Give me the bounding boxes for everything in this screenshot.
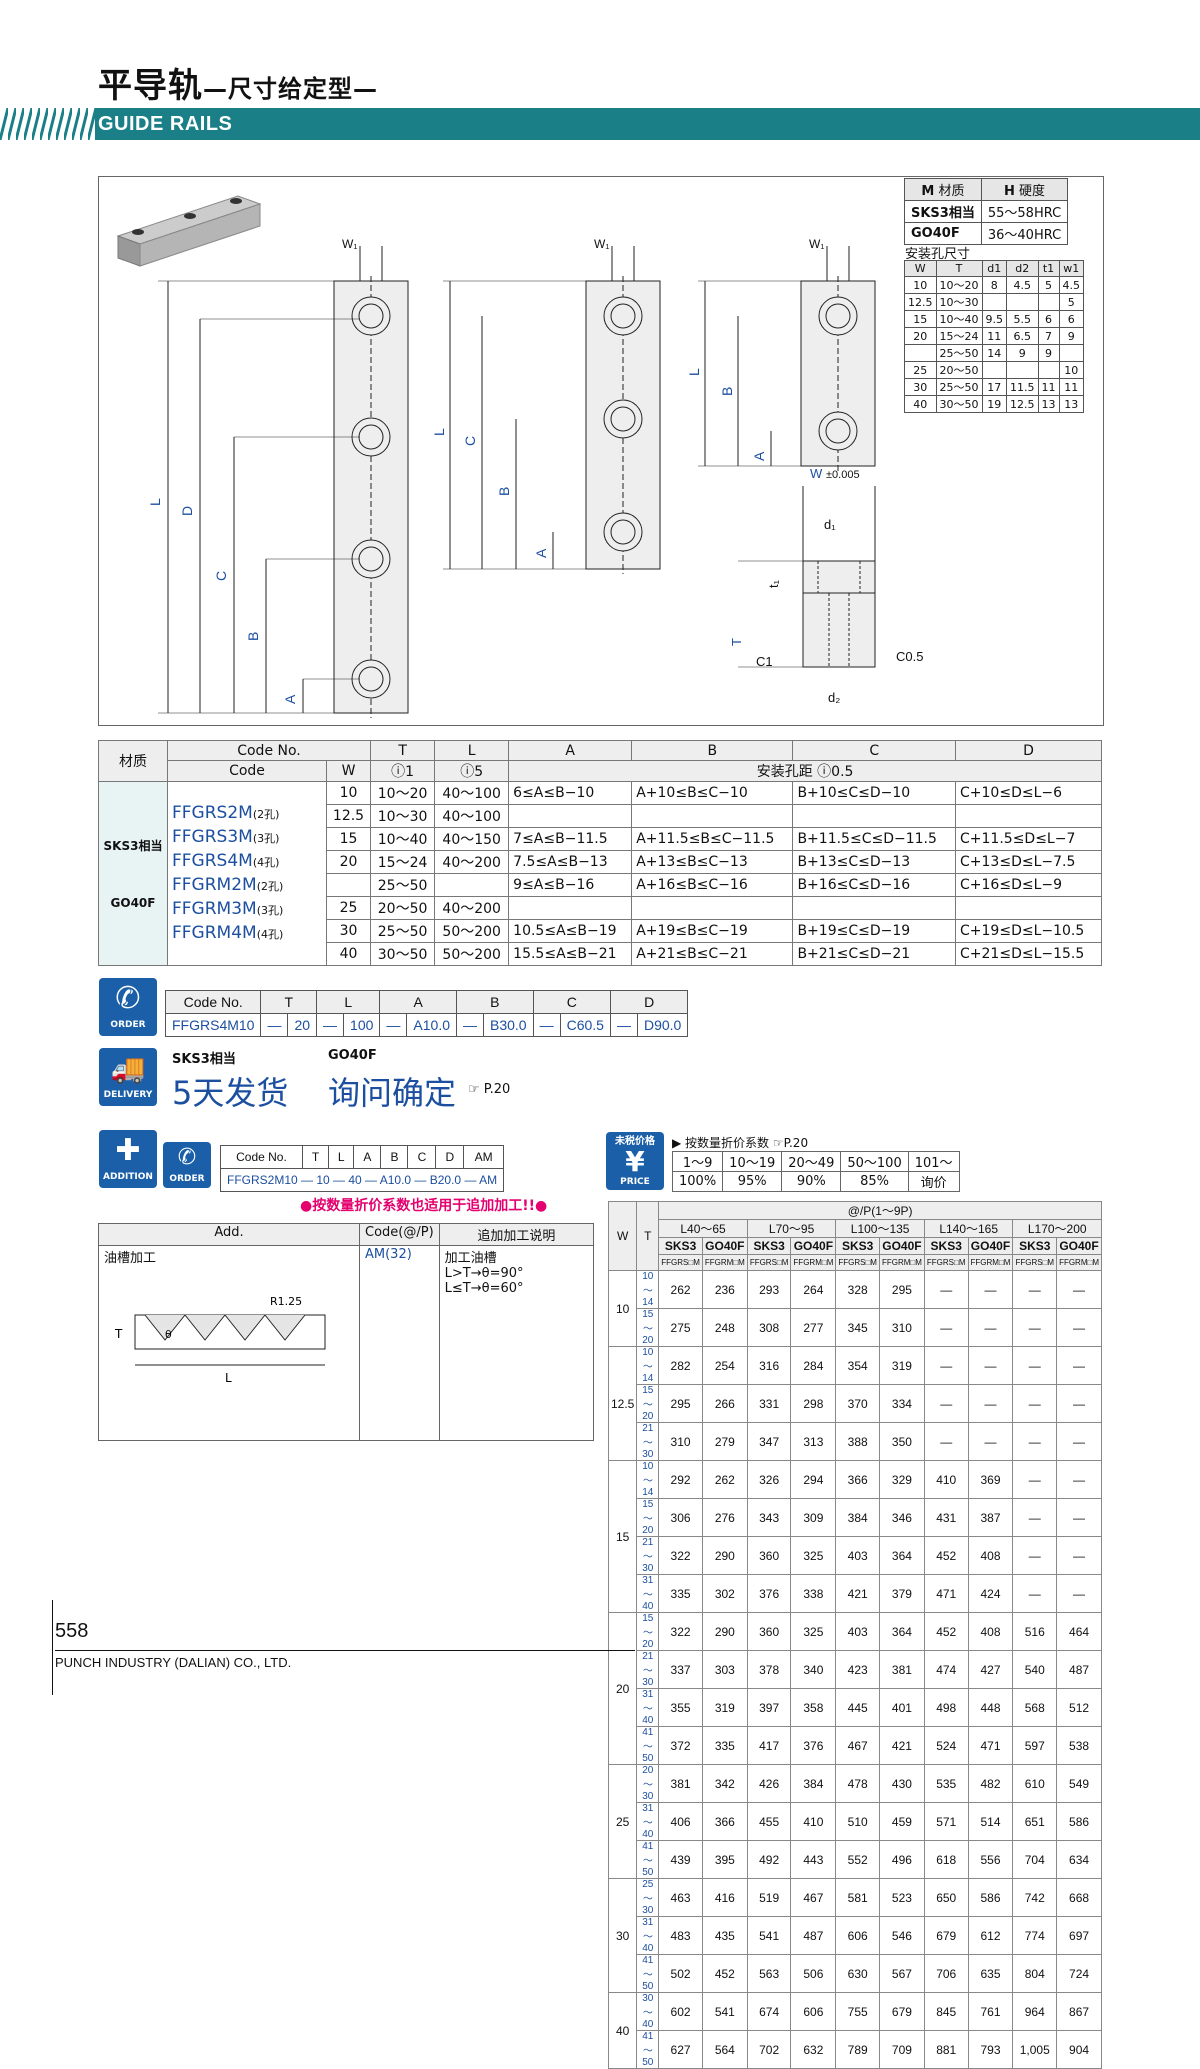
drawing-area — [98, 176, 1104, 726]
svg-text:R1.25: R1.25 — [270, 1295, 302, 1308]
oil-groove-label: 油槽加工 — [98, 1245, 360, 1441]
delivery-material-1: SKS3相当 — [172, 1052, 236, 1067]
company-name: PUNCH INDUSTRY (DALIAN) CO., LTD. — [55, 1655, 292, 1670]
svg-text:d₁: d₁ — [824, 517, 836, 532]
svg-text:A: A — [533, 548, 549, 558]
svg-text:t₁: t₁ — [766, 579, 781, 588]
hole-table-label: 安装孔尺寸 — [905, 247, 971, 262]
technical-drawing: W₁ L D C B A W₁ L C B A W₁ L B A — [116, 195, 923, 718]
svg-text:L: L — [431, 428, 447, 436]
svg-text:C: C — [462, 436, 478, 446]
svg-text:θ: θ — [165, 1328, 172, 1341]
svg-text:W: W — [810, 466, 823, 481]
product-image — [116, 195, 262, 267]
svg-text:T: T — [114, 1327, 123, 1341]
addition-icon: ✚ADDITION — [99, 1130, 157, 1188]
svg-text:T: T — [729, 638, 744, 646]
price-icon: 未税价格¥PRICE — [606, 1132, 664, 1190]
delivery-time-1: 5天发货 — [172, 1074, 289, 1112]
svg-text:B: B — [719, 387, 735, 396]
section-label: GUIDE RAILS — [98, 113, 233, 135]
svg-text:W₁: W₁ — [809, 237, 824, 251]
svg-text:L: L — [147, 498, 163, 506]
delivery-material-2: GO40F — [328, 1048, 377, 1063]
svg-text:D: D — [179, 506, 195, 516]
delivery-ref: ☞ P.20 — [468, 1082, 511, 1097]
footer-rule — [52, 1600, 53, 1695]
svg-text:C0.5: C0.5 — [896, 649, 923, 664]
svg-text:W₁: W₁ — [594, 237, 609, 251]
header-band — [0, 108, 1200, 140]
order-icon: ✆ORDER — [99, 978, 157, 1036]
hardness-header: H 硬度 — [980, 178, 1069, 201]
delivery-time-2: 询问确定 — [328, 1074, 457, 1112]
svg-text:A: A — [751, 451, 767, 461]
svg-text:C: C — [213, 571, 229, 581]
order-icon-small: ✆ORDER — [163, 1142, 211, 1188]
svg-text:L: L — [225, 1371, 232, 1385]
discount-label: ▶ 按数量折价系数 ☞P.20 — [672, 1136, 809, 1150]
svg-text:A: A — [282, 694, 298, 704]
svg-text:B: B — [245, 632, 261, 641]
svg-text:L: L — [686, 368, 702, 376]
material-header: M 材质 — [904, 178, 982, 201]
svg-text:B: B — [496, 487, 512, 496]
oil-groove-figure: L T R1.25 θ — [114, 1295, 326, 1385]
page-number: 558 — [55, 1620, 89, 1642]
delivery-icon: 🚚DELIVERY — [99, 1048, 157, 1106]
svg-text:±0.005: ±0.005 — [826, 469, 860, 481]
svg-text:W₁: W₁ — [342, 237, 357, 251]
svg-text:C1: C1 — [756, 654, 773, 669]
addition-note: ●按数量折价系数也适用于追加加工!!● — [300, 1198, 548, 1214]
page-title: 平导轨—尺寸给定型— — [98, 66, 378, 106]
svg-text:d₂: d₂ — [828, 690, 840, 705]
